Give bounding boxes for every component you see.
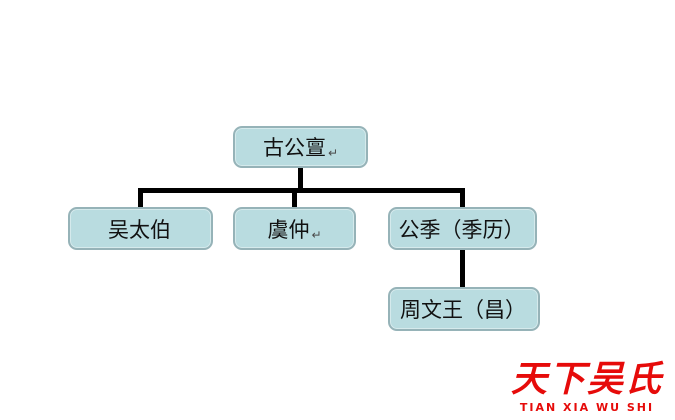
tree-node-child-3: 公季（季历） (388, 207, 537, 250)
tree-node-child-1: 吴太伯 (68, 207, 213, 250)
node-label: 公季（季历） (398, 217, 525, 242)
node-label: 周文王（昌） (400, 298, 526, 322)
tree-node-grandchild: 周文王（昌） (388, 287, 540, 331)
node-label: 吴太伯 (108, 217, 171, 242)
tree-node-root: 古公亶 ↵ (233, 126, 368, 168)
watermark-chinese-text: 天下吴氏 (510, 358, 663, 401)
node-label: 古公亶 (262, 136, 326, 160)
watermark-latin-text: TIAN XIA WU SHI (519, 401, 655, 414)
connector-child2-stem (292, 192, 297, 207)
connector-child1-stem (138, 192, 143, 207)
connector-child3-stem (460, 192, 465, 207)
connector-grandchild-stem (460, 249, 465, 288)
paragraph-mark-icon: ↵ (327, 146, 339, 160)
node-label: 虞仲 (267, 217, 310, 242)
tree-node-child-2: 虞仲 ↵ (233, 207, 356, 250)
watermark-logo: 天下吴氏 TIAN XIA WU SHI (510, 358, 663, 414)
paragraph-mark-icon: ↵ (311, 228, 322, 242)
connector-root-stem (298, 168, 303, 189)
connector-horizontal-bar (138, 188, 465, 193)
